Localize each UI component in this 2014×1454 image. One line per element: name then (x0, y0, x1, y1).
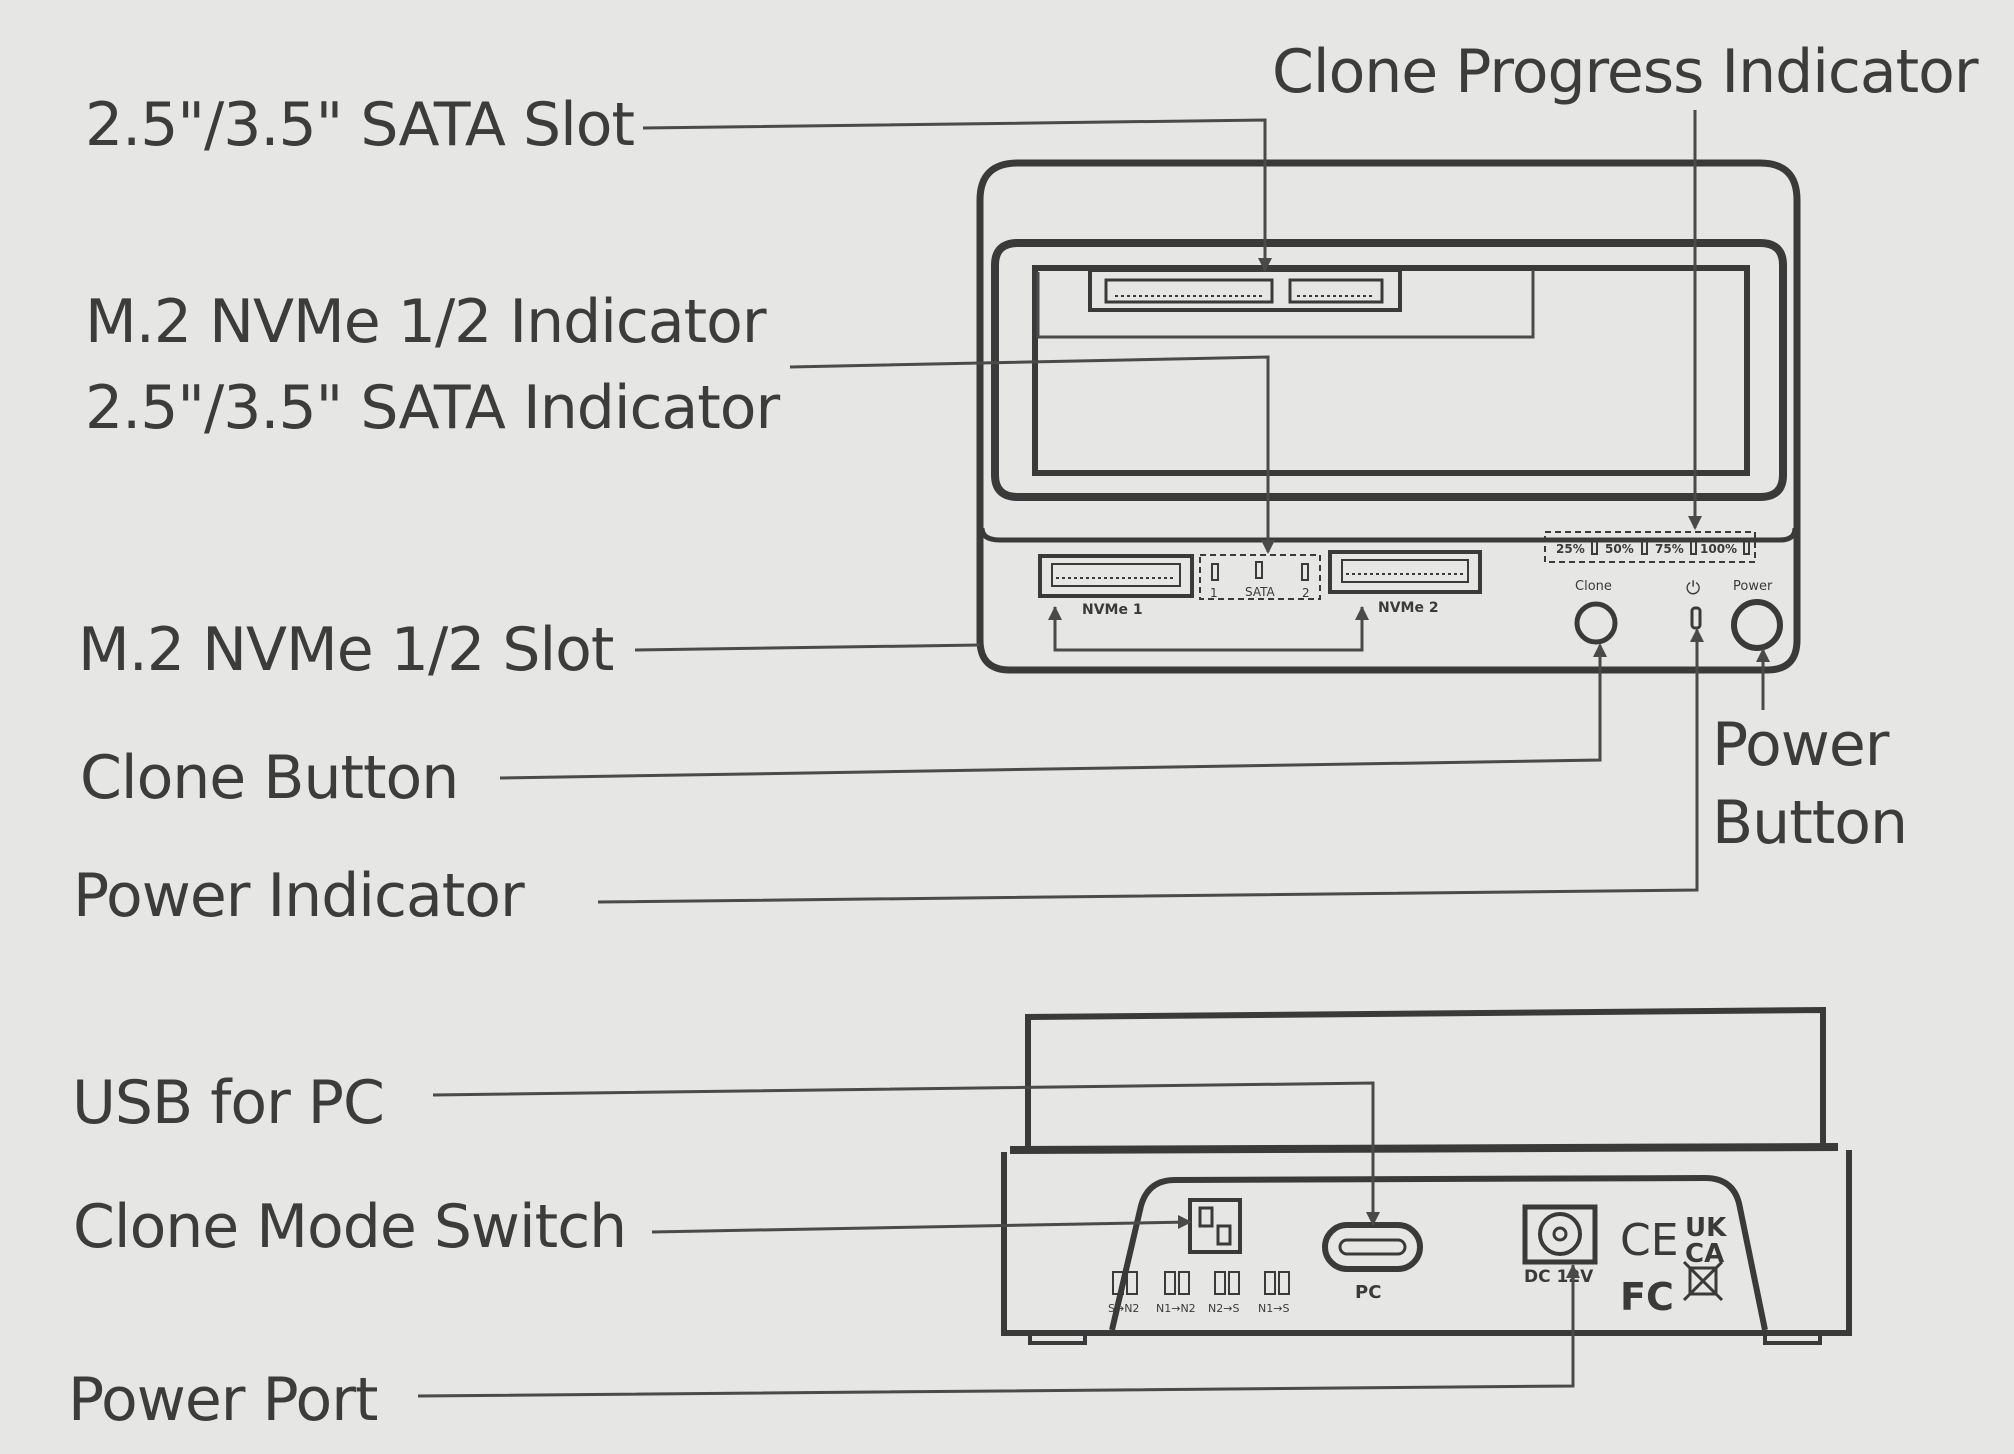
arrow-clone-button (1593, 643, 1607, 657)
drive-indicator-box (1199, 554, 1321, 600)
back-port-panel (1109, 1174, 1768, 1331)
sata-led (1255, 561, 1263, 579)
arrow-power-port (1566, 1264, 1580, 1278)
leader-drive-indicator (789, 355, 1270, 552)
progress-led-75 (1690, 539, 1697, 555)
leader-arrowheads (1048, 258, 1770, 1278)
leader-lines (417, 110, 1765, 1398)
nvme2-led (1301, 563, 1309, 581)
drive-bay (1032, 265, 1750, 476)
mode-4-label: N1→S (1258, 1302, 1289, 1315)
led2-label: 2 (1302, 586, 1310, 600)
nvme1-label: NVMe 1 (1082, 602, 1143, 618)
progress-50-label: 50% (1605, 542, 1634, 556)
progress-25-label: 25% (1556, 542, 1585, 556)
power-indicator-led (1690, 606, 1702, 630)
arrow-clone-mode-switch (1178, 1215, 1192, 1229)
sata-connector (1088, 268, 1402, 312)
callout-sata-indicator: 2.5"/3.5" SATA Indicator (85, 373, 780, 443)
leader-power-indicator (597, 630, 1699, 904)
progress-indicator-box (1544, 531, 1756, 563)
callout-power-button-line2: Button (1712, 788, 1908, 858)
back-top-shelf (1009, 1143, 1839, 1154)
back-housing (1001, 1150, 1852, 1336)
leader-clone-mode-switch (651, 1220, 1191, 1234)
arrow-usb-pc (1366, 1212, 1380, 1226)
mode-2-label: N1→N2 (1156, 1302, 1196, 1315)
back-foot-right (1763, 1331, 1822, 1345)
fc-mark: FC (1620, 1275, 1674, 1319)
front-panel-labels: NVMe 1 NVMe 2 SATA 1 2 25% 50% 75% 100% … (1082, 542, 1773, 618)
callout-power-button-line1: Power (1712, 710, 1889, 780)
progress-100-label: 100% (1700, 542, 1737, 556)
progress-75-label: 75% (1655, 542, 1684, 556)
leader-power-port (417, 1265, 1575, 1398)
dc-jack-pin (1552, 1226, 1568, 1242)
callout-clone-mode-switch: Clone Mode Switch (73, 1192, 627, 1262)
callout-power-port: Power Port (68, 1365, 378, 1435)
callout-usb-for-pc: USB for PC (72, 1068, 385, 1138)
arrow-sata-slot (1258, 258, 1272, 272)
clone-small-label: Clone (1575, 579, 1612, 594)
arrow-nvme1 (1048, 606, 1062, 620)
callout-clone-button: Clone Button (80, 743, 459, 813)
back-top-cover (1025, 1006, 1826, 1150)
drive-tray (991, 239, 1787, 501)
mode-diagrams (1112, 1271, 1290, 1295)
nvme1-led (1211, 563, 1219, 581)
ce-mark: CE (1620, 1215, 1679, 1266)
back-device (1001, 1006, 1852, 1345)
mode-1-label: S→N2 (1108, 1302, 1139, 1315)
progress-led-50 (1641, 539, 1648, 555)
progress-led-25 (1591, 539, 1598, 555)
arrow-nvme2 (1355, 606, 1369, 620)
progress-led-100 (1743, 539, 1750, 555)
clone-mode-dip-switch (1188, 1198, 1242, 1254)
arrow-drive-indicator (1261, 540, 1275, 554)
back-panel-labels: PC DC 12V S→N2 N1→N2 N2→S N1→S CE UK CA … (1108, 1213, 1727, 1319)
power-small-label: Power (1733, 579, 1773, 594)
sata-label: SATA (1245, 585, 1276, 599)
callout-clone-progress-indicator: Clone Progress Indicator (1272, 37, 1979, 107)
mode-3-label: N2→S (1208, 1302, 1239, 1315)
arrow-power-indicator (1690, 628, 1704, 642)
led1-label: 1 (1210, 586, 1218, 600)
front-panel-shelf (979, 527, 1798, 543)
nvme1-connector (1038, 554, 1194, 598)
ukca-top: UK (1685, 1213, 1727, 1243)
leader-sata-slot-box (1036, 270, 1535, 339)
nvme2-label: NVMe 2 (1378, 600, 1439, 616)
callout-sata-slot: 2.5"/3.5" SATA Slot (85, 90, 635, 160)
power-symbol: ⏻ (1686, 578, 1700, 599)
dc-jack-frame (1522, 1204, 1598, 1265)
clone-button-circle (1574, 601, 1618, 645)
back-foot-left (1028, 1331, 1087, 1345)
leader-nvme-slot-bracket (1053, 607, 1364, 652)
weee-icon (1682, 1260, 1724, 1302)
arrow-clone-progress (1688, 516, 1702, 530)
dc-jack-outer (1538, 1212, 1582, 1256)
dc-label: DC 12V (1524, 1267, 1594, 1287)
pc-port-label: PC (1355, 1282, 1381, 1303)
leader-nvme-slot (634, 643, 981, 652)
usb-c-port-inner (1338, 1238, 1407, 1256)
power-button-circle (1731, 599, 1783, 651)
callout-nvme-indicator: M.2 NVMe 1/2 Indicator (85, 287, 767, 357)
leader-sata-slot (642, 118, 1267, 270)
front-housing-outline (976, 159, 1801, 674)
nvme2-connector (1328, 550, 1482, 594)
leader-clone-button (499, 645, 1602, 780)
leader-usb-pc (432, 1081, 1375, 1225)
callout-nvme-slot: M.2 NVMe 1/2 Slot (78, 615, 614, 685)
callout-power-indicator: Power Indicator (73, 861, 525, 931)
ukca-bottom: CA (1685, 1239, 1724, 1269)
front-device (976, 159, 1801, 674)
arrow-power-button (1756, 648, 1770, 662)
